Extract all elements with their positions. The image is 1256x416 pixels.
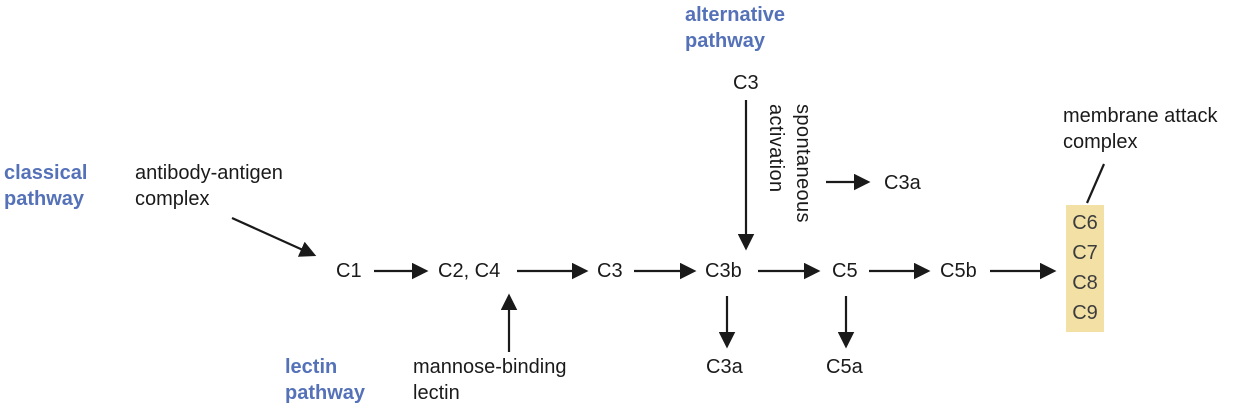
mac-component-c6: C6 bbox=[1072, 211, 1098, 234]
classical-pathway-label: classical pathway bbox=[4, 162, 88, 210]
arrow-antibody-to-c1 bbox=[231, 216, 317, 257]
node-c1: C1 bbox=[336, 260, 362, 282]
alternative-pathway-label: alternative pathway bbox=[685, 4, 786, 52]
spontaneous-activation-label: spontaneous activation bbox=[765, 104, 814, 223]
node-c5b: C5b bbox=[940, 260, 977, 282]
lectin-pathway-label: lectin pathway bbox=[285, 356, 366, 404]
antibody-antigen-complex-label: antibody-antigen complex bbox=[135, 162, 283, 210]
membrane-attack-complex-box: C6 C7 C8 C9 bbox=[1066, 205, 1104, 332]
node-c3: C3 bbox=[597, 260, 623, 282]
mannose-binding-lectin-label: mannose-binding lectin bbox=[413, 356, 567, 404]
node-c3a-upper: C3a bbox=[884, 172, 921, 194]
node-c2-c4: C2, C4 bbox=[438, 260, 501, 282]
node-c5a: C5a bbox=[826, 356, 863, 378]
node-c3-alternative: C3 bbox=[733, 72, 759, 94]
node-c3b: C3b bbox=[705, 260, 742, 282]
node-c5: C5 bbox=[832, 260, 858, 282]
mac-component-c9: C9 bbox=[1072, 302, 1098, 325]
membrane-attack-complex-label: membrane attack complex bbox=[1063, 105, 1218, 153]
node-c3a-lower: C3a bbox=[706, 356, 743, 378]
mac-component-c8: C8 bbox=[1072, 272, 1098, 295]
mac-component-c7: C7 bbox=[1072, 241, 1098, 264]
mac-label-pointer-line bbox=[1085, 163, 1106, 204]
